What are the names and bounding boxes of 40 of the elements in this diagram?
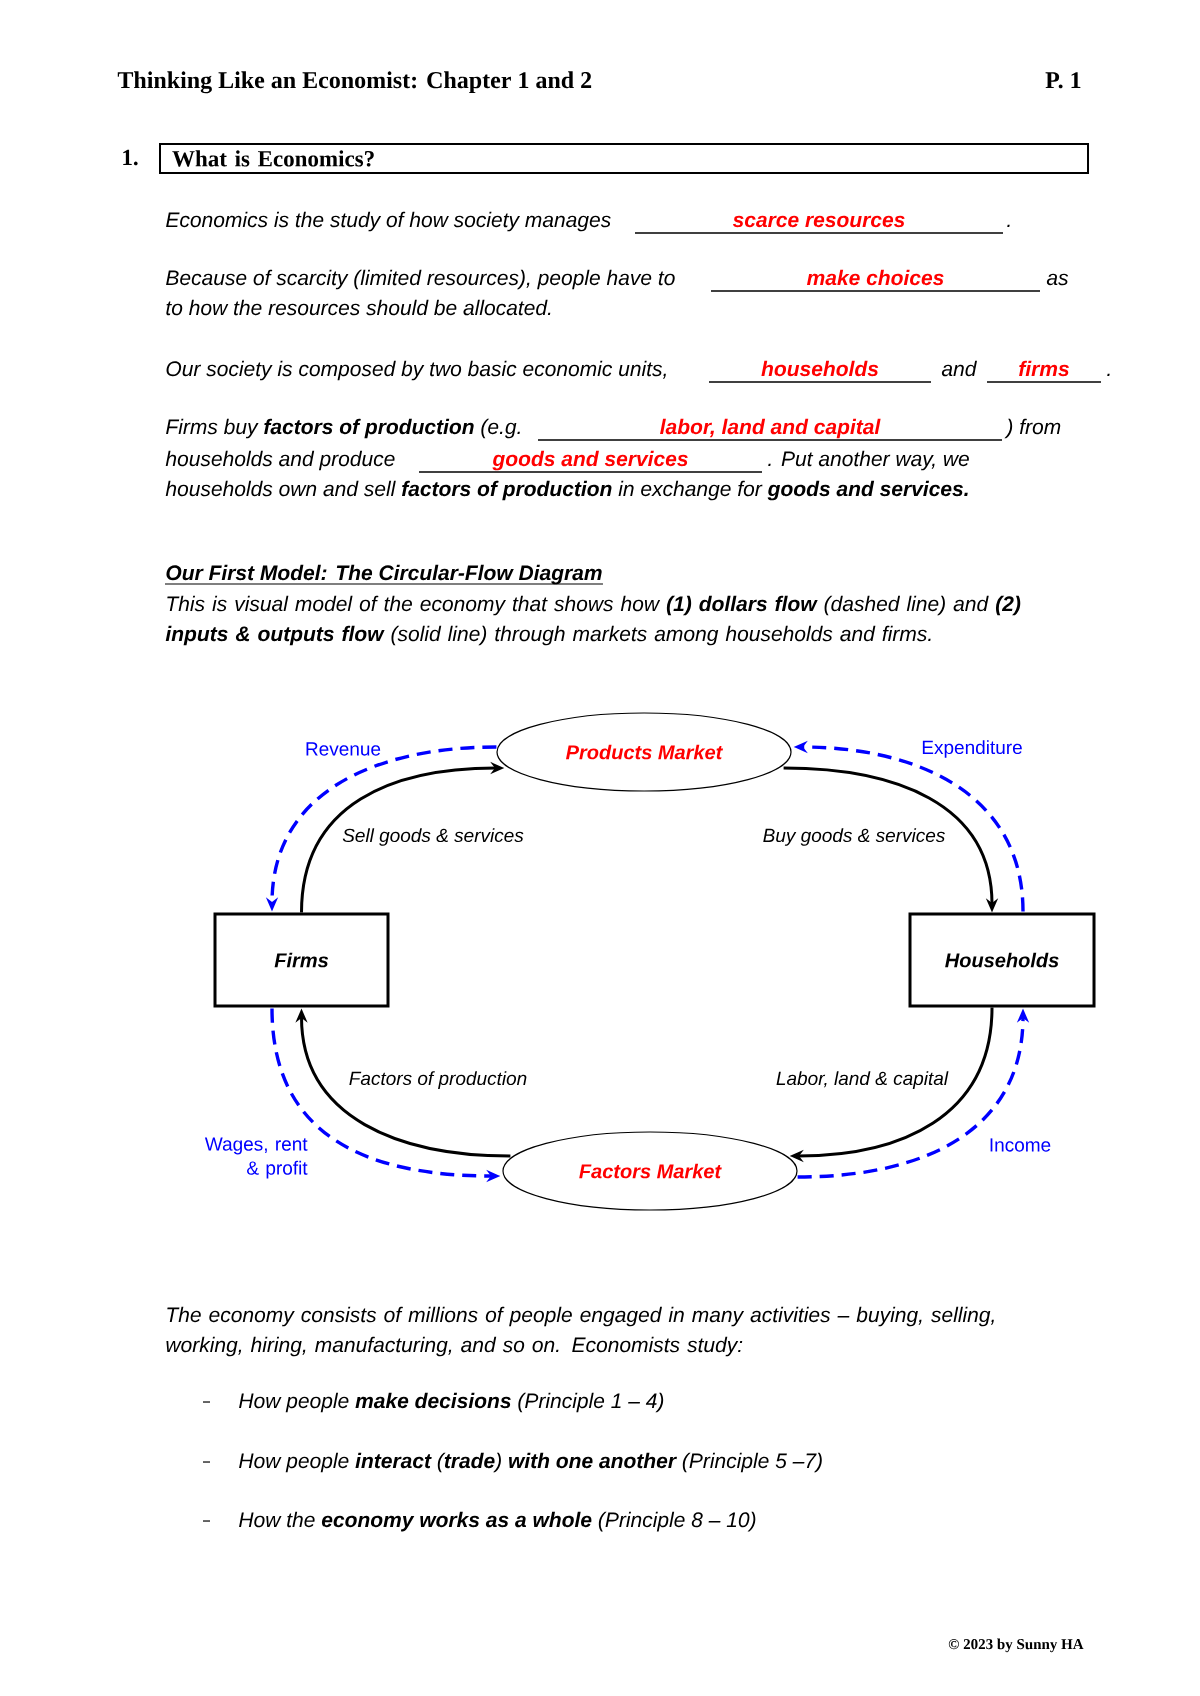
sector-box: Firms (213, 912, 390, 1008)
bullet-text: How the economy works as a whole (Principle 8 – 10) (239, 1511, 756, 1532)
section-number: 1. (123, 149, 138, 166)
sector-box: Households (908, 912, 1096, 1008)
edge-label: Buy goods & services (760, 826, 948, 848)
page-number: P. 1 (1045, 72, 1081, 89)
body-text: households and produce (165, 450, 395, 471)
underlined-heading: Our First Model: The Circular-Flow Diagram (164, 564, 604, 585)
fill-in-line: labor, land and capital (537, 418, 1003, 441)
edge-label: Revenue (302, 740, 384, 758)
body-text: Our society is composed by two basic economic units, (166, 360, 666, 381)
edge-label: Factors of production (346, 1069, 530, 1091)
body-text: . (1007, 224, 1010, 227)
body-text: and (941, 360, 977, 377)
body-text: households own and sell factors of production in exchange for goods and services. (165, 480, 968, 501)
edge-label: Income (986, 1136, 1054, 1154)
edge-label: Sell goods & services (340, 826, 526, 848)
body-text: ) from (1004, 418, 1061, 439)
fill-in-line: firms (986, 360, 1102, 383)
bullet-text: How people interact (trade) with one another (Principle 5 –7) (239, 1452, 822, 1473)
copyright-note: © 2023 by Sunny HA (948, 1638, 1084, 1653)
body-text: . Put another way, we (768, 450, 969, 471)
edge-label: Expenditure (919, 738, 1025, 760)
paragraph: This is visual model of the economy that shows how (1) dollars flow (dashed line) and (2) inputs & outputs flow (solid line) through markets among households and firms. (165, 595, 1021, 646)
page-title: Thinking Like an Economist: Chapter 1 and 2 (117, 71, 592, 94)
body-text: to how the resources should be allocated. (166, 299, 551, 316)
fill-in-line: scarce resources (634, 215, 1004, 234)
edge-label: Wages, rent & profit (201, 1135, 310, 1181)
body-text: . (1107, 373, 1110, 376)
bullet-text: How people make decisions (Principle 1 – 4) (239, 1392, 664, 1413)
fill-in-line: goods and services (418, 450, 763, 473)
body-text: Firms buy factors of production (e.g. (166, 418, 520, 439)
edge-label: Labor, land & capital (773, 1069, 951, 1091)
fill-in-line: households (708, 360, 932, 383)
paragraph: The economy consists of millions of people engaged in many activities – buying, selling, working, hiring, manufacturing, and so on. Economists study: (166, 1306, 994, 1357)
body-text: as (1046, 273, 1069, 286)
body-text: Because of scarcity (limited resources), people have to (166, 269, 675, 290)
section-heading-box: What is Economics? (159, 143, 1089, 174)
body-text: Economics is the study of how society manages (166, 211, 611, 232)
fill-in-line: make choices (710, 269, 1041, 292)
